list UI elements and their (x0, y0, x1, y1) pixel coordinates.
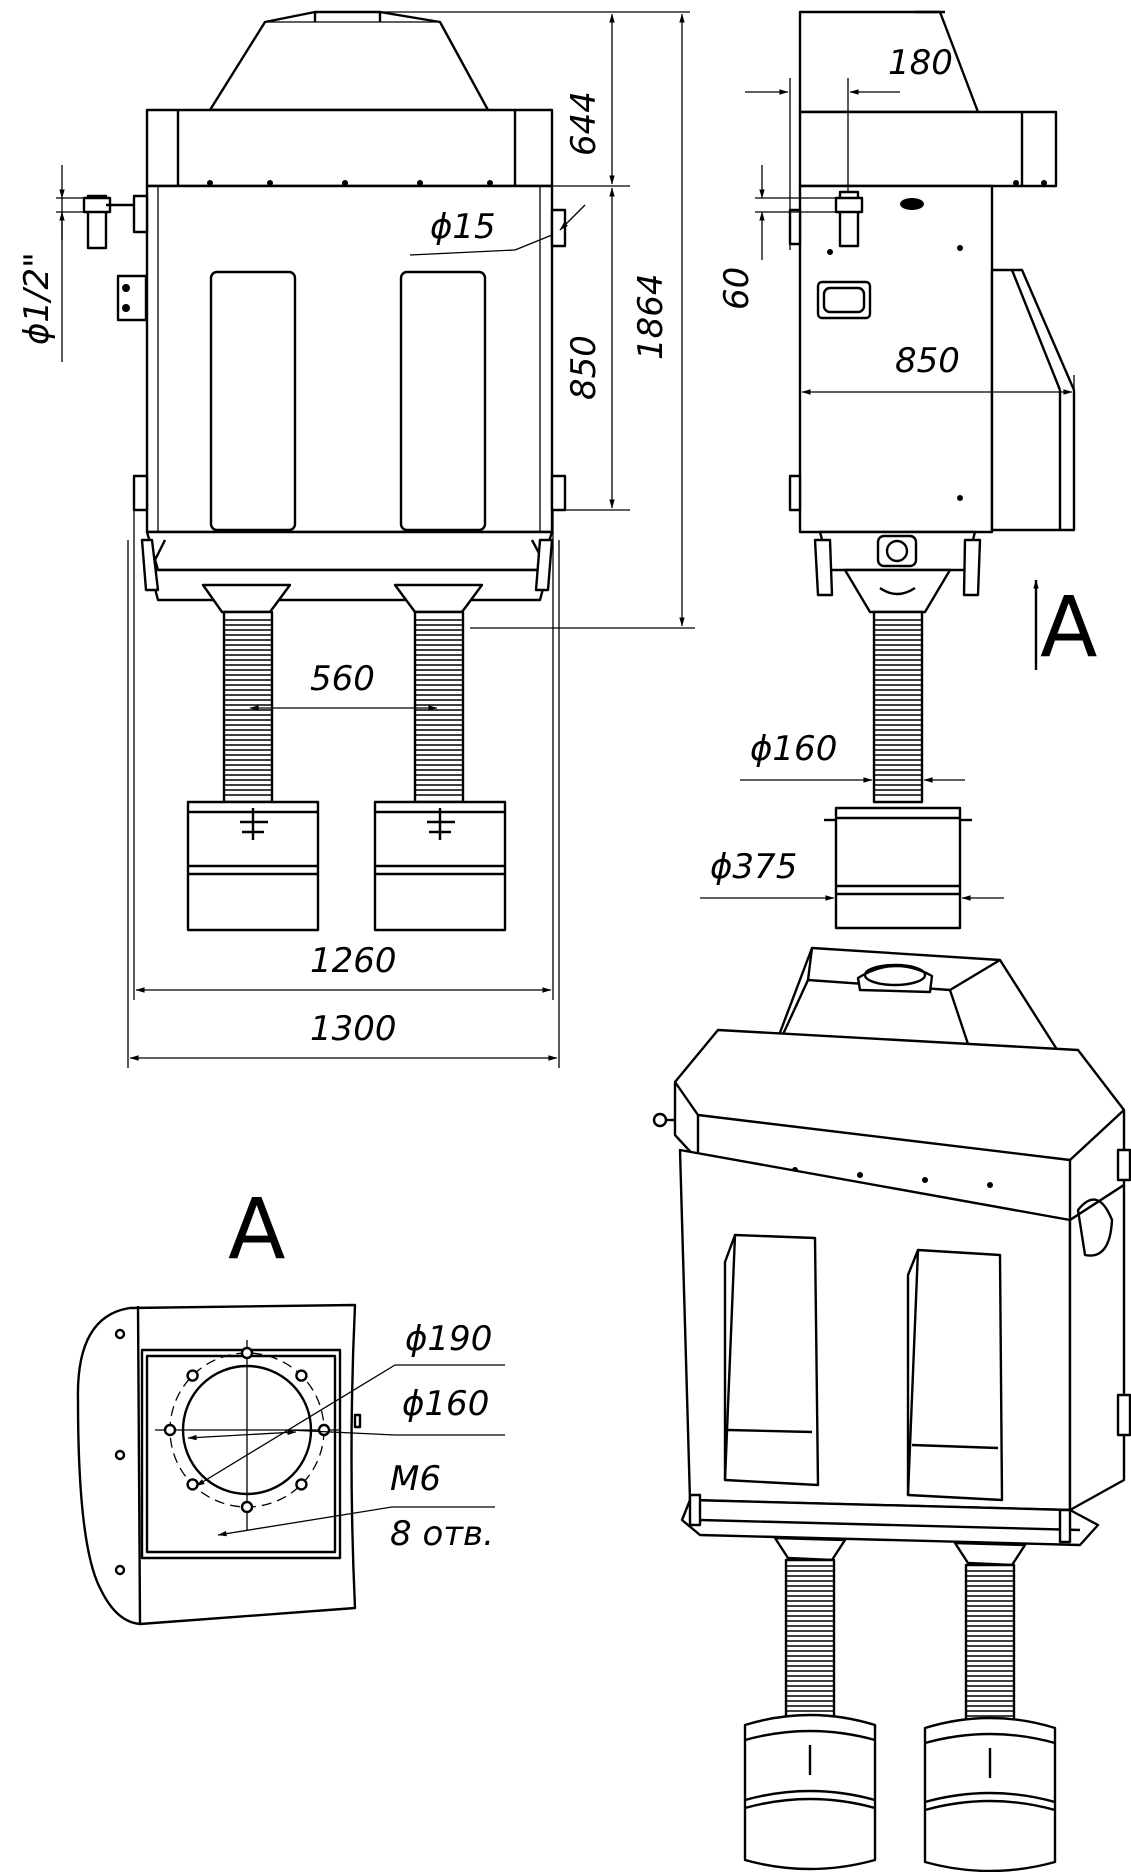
dust-bin-left (186, 800, 320, 932)
body-rivets (207, 180, 493, 186)
bolt-hole (295, 1478, 308, 1491)
dim-644: 644 (564, 91, 604, 156)
bolt-hole (163, 1423, 177, 1437)
filter-door-left (209, 270, 297, 532)
hopper-outlet-right (393, 583, 484, 614)
hose-left (222, 610, 274, 804)
iso-filter-door-right (906, 1248, 1004, 1502)
dim-inlet-1-2: ϕ1/2" (17, 252, 57, 345)
dim-180: 180 (888, 43, 953, 83)
front-view: 644 850 1864 ϕ15 ϕ1/2" 560 1260 1300 (17, 10, 695, 1068)
bolt-hole (186, 1478, 199, 1491)
dim-560: 560 (310, 659, 375, 699)
dim-hole-15: ϕ15 (430, 207, 496, 247)
side-dimensions (700, 78, 1075, 901)
bolt-holes (163, 1346, 331, 1514)
detail-thread: M6 (390, 1459, 441, 1499)
iso-bin-right (923, 1716, 1057, 1872)
view-arrow-label: A (1040, 578, 1097, 676)
air-regulator (82, 194, 148, 322)
isometric-view (652, 946, 1131, 1872)
bolt-hole (317, 1423, 331, 1437)
hose-right (413, 610, 465, 804)
detail-inner-dia: ϕ160 (402, 1384, 489, 1424)
detail-a: A ϕ190 ϕ160 M6 8 отв. (76, 1180, 505, 1626)
dim-850-height: 850 (564, 335, 604, 400)
front-dimensions (56, 11, 695, 1068)
detail-outer-dia: ϕ190 (405, 1319, 492, 1359)
bolt-hole (186, 1369, 199, 1382)
dim-1864: 1864 (631, 273, 671, 360)
dim-bin-375: ϕ375 (710, 847, 797, 887)
hopper-outlet-left (201, 583, 292, 614)
side-view: 180 60 850 ϕ160 ϕ375 A (700, 10, 1097, 930)
dust-bin-right (373, 800, 507, 932)
dim-850-depth: 850 (895, 341, 960, 381)
bolt-hole (240, 1500, 254, 1514)
bolt-hole (240, 1346, 254, 1360)
dim-1300: 1300 (310, 1009, 397, 1049)
detail-holes: 8 отв. (390, 1514, 494, 1554)
dim-1260: 1260 (310, 941, 397, 981)
bolt-hole (295, 1369, 308, 1382)
dim-60: 60 (717, 267, 757, 310)
iso-filter-door-left (723, 1233, 820, 1487)
filter-door-right (399, 270, 487, 532)
detail-a-title: A (228, 1180, 285, 1278)
dim-hose-160: ϕ160 (750, 729, 837, 769)
detail-a-leaders (187, 1364, 505, 1537)
